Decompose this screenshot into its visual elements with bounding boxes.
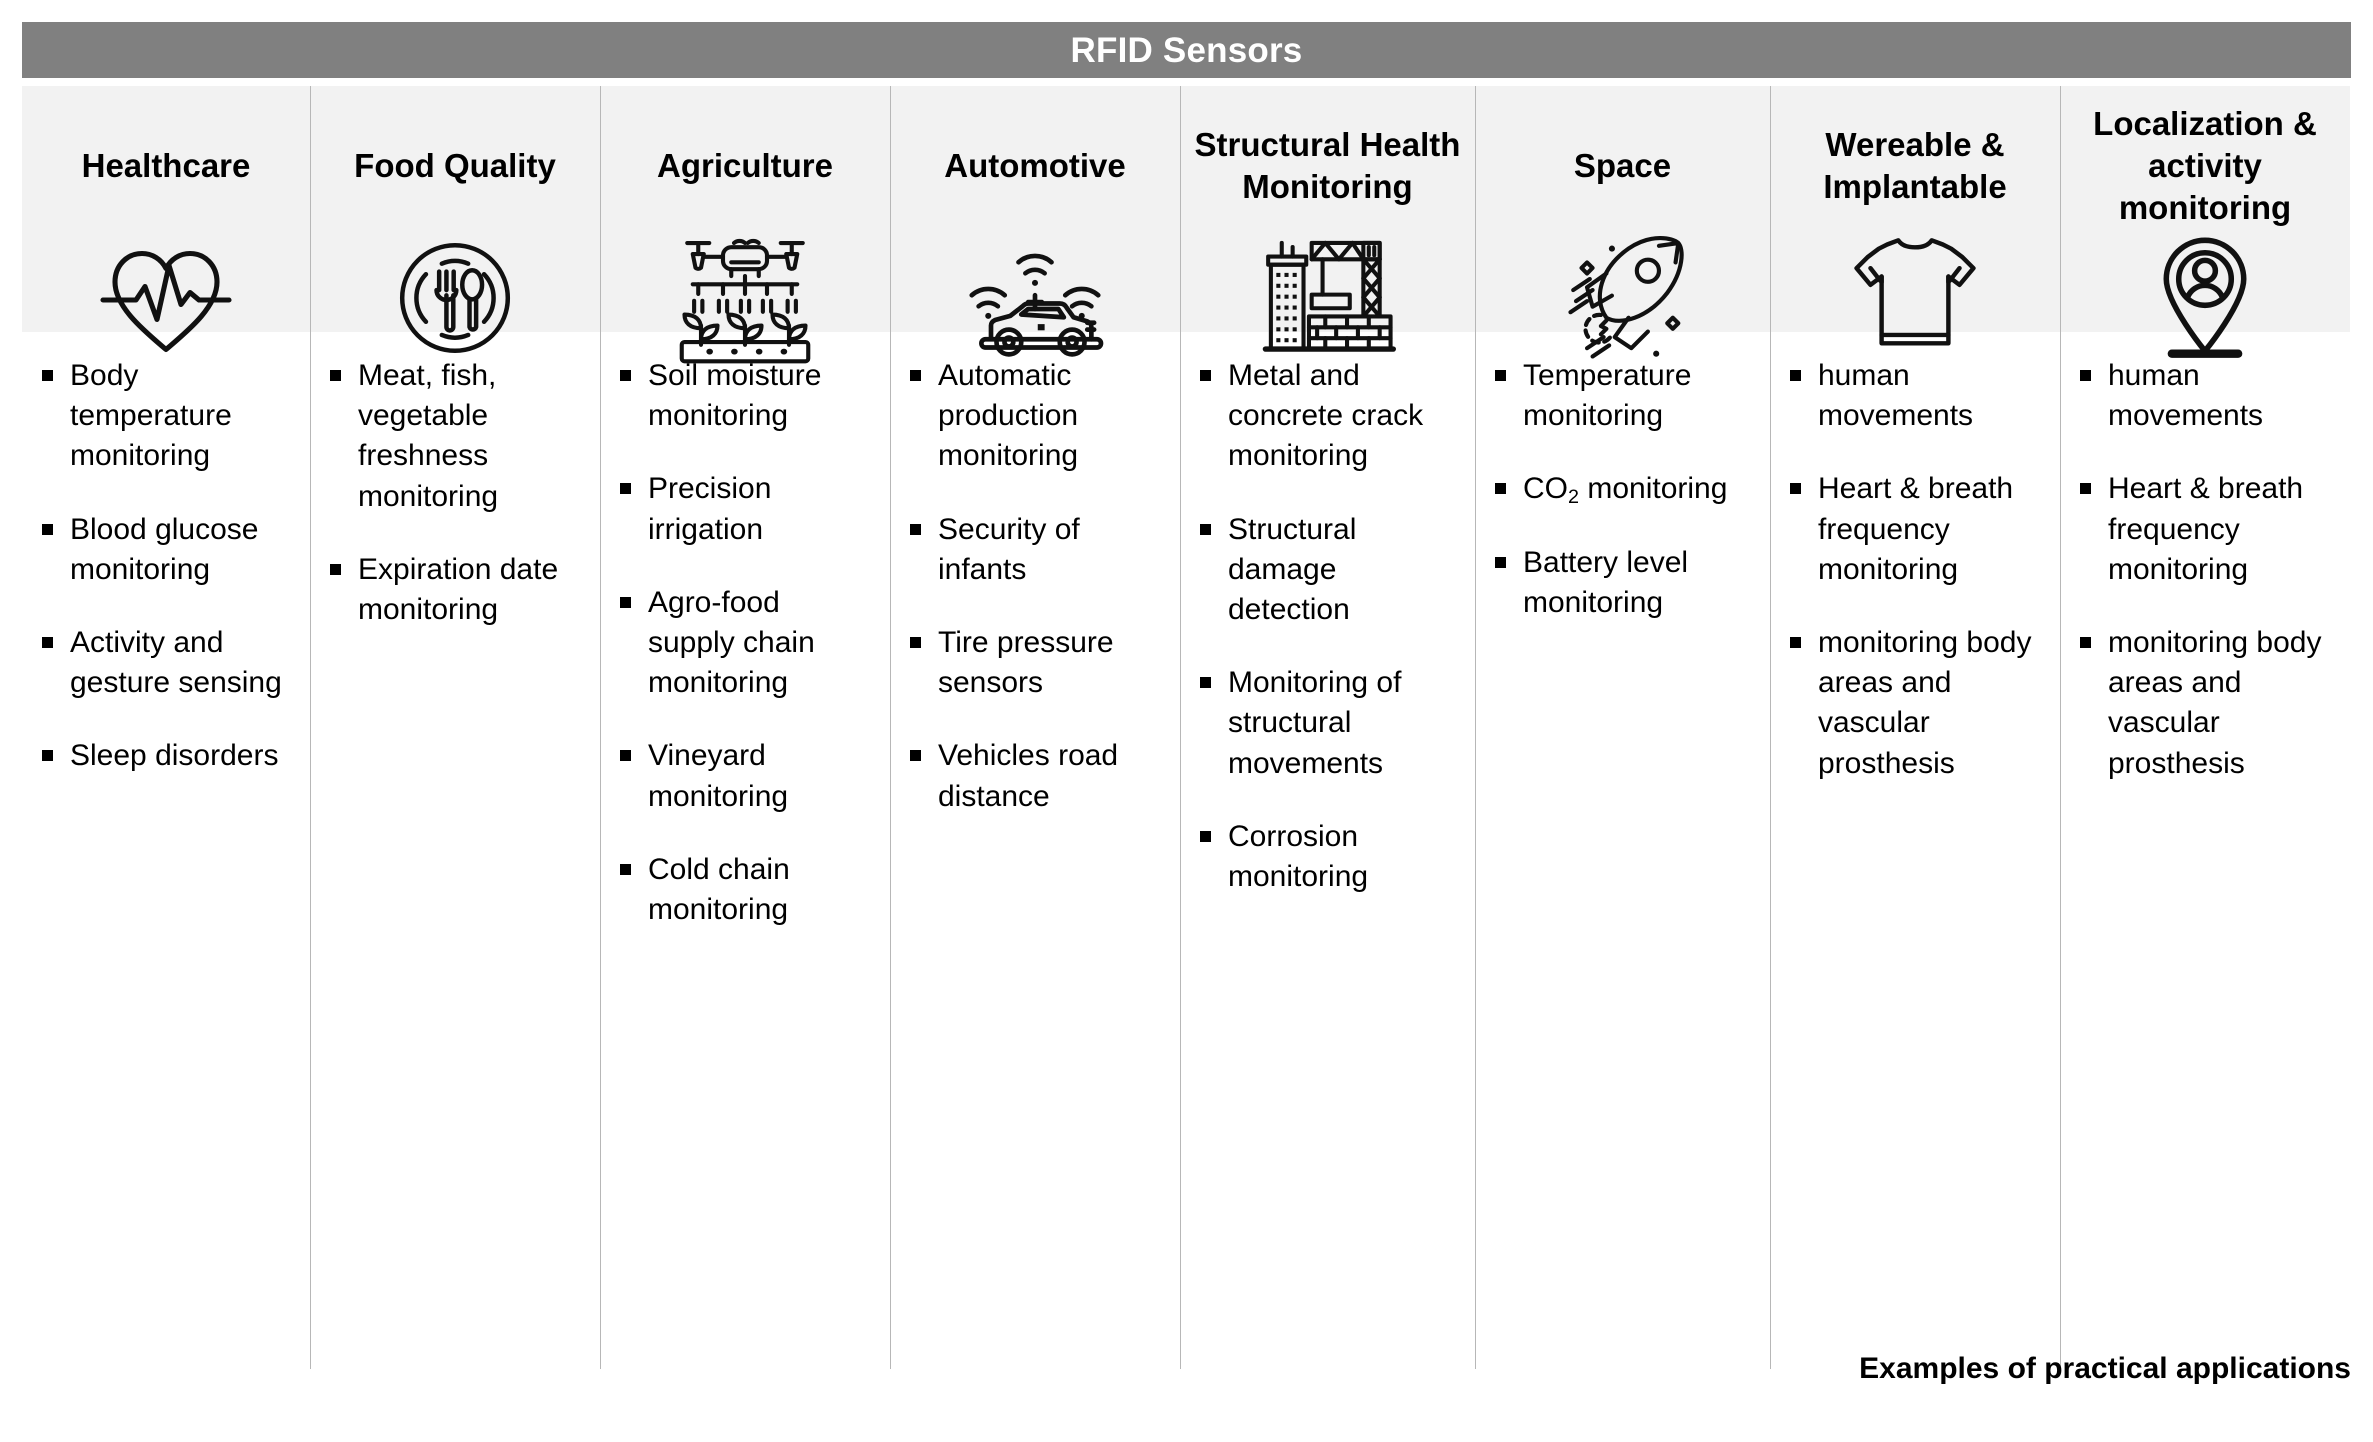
bullet-list: Soil moisture monitoring Precision irrig… <box>618 356 874 930</box>
column-body-wereable-implantable: human movements Heart & breath frequency… <box>1770 332 2060 784</box>
column-header-localization-activity-monitoring: Localization & activity monitoring <box>2060 86 2350 358</box>
list-item: Structural damage detection <box>1198 510 1459 631</box>
column-header-food-quality: Food Quality <box>310 86 600 354</box>
list-item: Blood glucose monitoring <box>40 510 294 590</box>
list-item: Sleep disorders <box>40 736 294 776</box>
building-crane-icon <box>1190 232 1465 360</box>
list-item: Temperature monitoring <box>1493 356 1754 436</box>
list-item: Activity and gesture sensing <box>40 623 294 703</box>
list-item: Soil moisture monitoring <box>618 356 874 436</box>
figure-title-band: RFID Sensors <box>22 22 2351 78</box>
column-title: Localization & activity monitoring <box>2093 104 2317 227</box>
column-body-localization-activity-monitoring: human movements Heart & breath frequency… <box>2060 332 2350 784</box>
list-item: Precision irrigation <box>618 469 874 549</box>
list-item: Vehicles road distance <box>908 736 1164 816</box>
column-agriculture: Agriculture <box>600 86 890 1370</box>
list-item: Heart & breath frequency monitoring <box>2078 469 2334 590</box>
column-title: Food Quality <box>354 146 556 184</box>
list-item: human movements <box>1788 356 2044 436</box>
drone-irrigation-plants-icon <box>610 232 880 364</box>
heart-pulse-icon <box>32 232 300 362</box>
list-item: Expiration date monitoring <box>328 550 584 630</box>
column-localization-activity-monitoring: Localization & activity monitoring human… <box>2060 86 2350 1370</box>
list-item: human movements <box>2078 356 2334 436</box>
bullet-list: Meat, fish, vegetable freshness monitori… <box>328 356 584 630</box>
bullet-list: Body temperature monitoring Blood glucos… <box>40 356 294 777</box>
bullet-list: Automatic production monitoring Security… <box>908 356 1164 817</box>
connected-car-wifi-icon <box>900 232 1170 364</box>
footer-caption: Examples of practical applications <box>1859 1352 2351 1385</box>
column-body-structural-health-monitoring: Metal and concrete crack monitoring Stru… <box>1180 332 1475 897</box>
list-item: CO2 monitoring <box>1493 469 1754 509</box>
column-header-space: Space <box>1475 86 1770 359</box>
column-space: Space <box>1475 86 1770 1370</box>
list-item: Cold chain monitoring <box>618 850 874 930</box>
column-automotive: Automotive <box>890 86 1180 1370</box>
column-header-wereable-implantable: Wereable & Implantable <box>1770 86 2060 346</box>
column-title: Structural Health Monitoring <box>1194 125 1461 205</box>
list-item: Monitoring of structural movements <box>1198 663 1459 784</box>
plate-fork-spoon-icon <box>320 232 590 364</box>
column-food-quality: Food Quality <box>310 86 600 1370</box>
bullet-list: Temperature monitoring CO2 monitoring Ba… <box>1493 356 1754 623</box>
list-item: Body temperature monitoring <box>40 356 294 477</box>
column-header-structural-health-monitoring: Structural Health Monitoring <box>1180 86 1475 352</box>
bullet-list: human movements Heart & breath frequency… <box>1788 356 2044 784</box>
list-item: Automatic production monitoring <box>908 356 1164 477</box>
application-columns: Healthcare Body temperature monitoring B… <box>22 86 2351 1370</box>
bullet-list: Metal and concrete crack monitoring Stru… <box>1198 356 1459 897</box>
list-item: Corrosion monitoring <box>1198 817 1459 897</box>
person-map-pin-icon <box>2070 232 2340 362</box>
column-header-automotive: Automotive <box>890 86 1180 357</box>
bullet-list: human movements Heart & breath frequency… <box>2078 356 2334 784</box>
list-item: Vineyard monitoring <box>618 736 874 816</box>
column-body-healthcare: Body temperature monitoring Blood glucos… <box>22 332 310 777</box>
rfid-sensors-figure: RFID Sensors Healthcare Body temperature… <box>0 22 2373 1442</box>
list-item: Heart & breath frequency monitoring <box>1788 469 2044 590</box>
list-item: monitoring body areas and vascular prost… <box>1788 623 2044 784</box>
column-header-healthcare: Healthcare <box>22 86 310 353</box>
column-body-agriculture: Soil moisture monitoring Precision irrig… <box>600 332 890 930</box>
rocket-icon <box>1485 232 1760 362</box>
column-structural-health-monitoring: Structural Health Monitoring <box>1180 86 1475 1370</box>
column-title: Healthcare <box>81 146 251 184</box>
column-title: Wereable & Implantable <box>1823 125 2007 205</box>
column-body-space: Temperature monitoring CO2 monitoring Ba… <box>1475 332 1770 623</box>
column-title: Space <box>1573 146 1672 184</box>
column-body-food-quality: Meat, fish, vegetable freshness monitori… <box>310 332 600 630</box>
column-wereable-implantable: Wereable & Implantable human movements H… <box>1770 86 2060 1370</box>
list-item: Security of infants <box>908 510 1164 590</box>
list-item: Tire pressure sensors <box>908 623 1164 703</box>
list-item: Battery level monitoring <box>1493 543 1754 623</box>
list-item: Meat, fish, vegetable freshness monitori… <box>328 356 584 517</box>
column-body-automotive: Automatic production monitoring Security… <box>890 332 1180 817</box>
list-item: Agro-food supply chain monitoring <box>618 583 874 704</box>
list-item: Metal and concrete crack monitoring <box>1198 356 1459 477</box>
list-item: monitoring body areas and vascular prost… <box>2078 623 2334 784</box>
column-healthcare: Healthcare Body temperature monitoring B… <box>22 86 310 930</box>
column-title: Agriculture <box>656 146 834 184</box>
tshirt-icon <box>1780 232 2050 360</box>
column-header-agriculture: Agriculture <box>600 86 890 364</box>
figure-title: RFID Sensors <box>1070 30 1303 70</box>
column-title: Automotive <box>944 146 1126 184</box>
